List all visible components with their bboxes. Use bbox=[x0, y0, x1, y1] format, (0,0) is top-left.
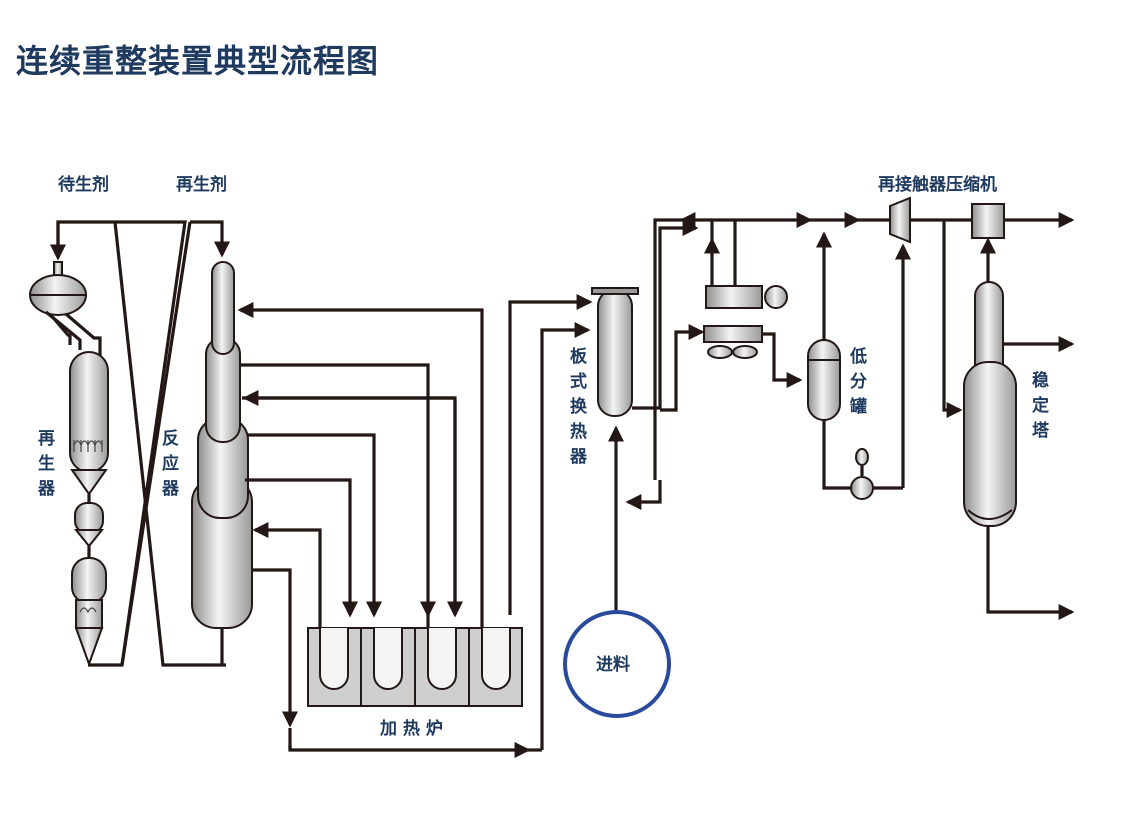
label-exchanger-1: 板 bbox=[570, 346, 588, 367]
label-feed: 进料 bbox=[596, 654, 630, 675]
label-spent-catalyst: 待生剂 bbox=[58, 174, 109, 195]
label-separator-3: 罐 bbox=[849, 396, 867, 417]
label-regenerator-3: 器 bbox=[37, 479, 56, 499]
labels: 待生剂 再生剂 再 生 器 反 应 器 加 热 炉 进料 板 式 换 热 器 低… bbox=[37, 174, 1050, 739]
stabilizer bbox=[963, 281, 1075, 620]
label-reactor-3: 器 bbox=[161, 479, 180, 499]
regenerator bbox=[29, 261, 109, 667]
feed-circle bbox=[563, 610, 671, 718]
label-furnace: 加 热 炉 bbox=[379, 718, 443, 739]
label-regenerator-1: 再 bbox=[38, 429, 55, 449]
catalyst-lines bbox=[50, 220, 230, 667]
label-separator-2: 分 bbox=[850, 372, 867, 392]
label-exchanger-2: 式 bbox=[570, 371, 587, 392]
label-regenerator-2: 生 bbox=[38, 453, 55, 474]
separator-equipment bbox=[660, 196, 1005, 500]
label-regen-catalyst: 再生剂 bbox=[176, 174, 227, 195]
furnace bbox=[307, 627, 523, 707]
label-reactor-2: 应 bbox=[162, 453, 179, 474]
feed-and-exchanger bbox=[591, 220, 699, 612]
label-stabilizer-2: 定 bbox=[1032, 395, 1049, 416]
reactor-furnace-lines bbox=[237, 294, 593, 758]
label-exchanger-3: 换 bbox=[570, 396, 588, 417]
page-title: 连续重整装置典型流程图 bbox=[16, 42, 380, 80]
label-recontact-compressor: 再接触器压缩机 bbox=[878, 174, 997, 195]
label-exchanger-5: 器 bbox=[569, 447, 588, 467]
label-stabilizer-1: 稳 bbox=[1032, 370, 1049, 391]
label-separator-1: 低 bbox=[849, 346, 867, 367]
gas-lines bbox=[653, 212, 1075, 490]
label-stabilizer-3: 塔 bbox=[1032, 420, 1050, 441]
label-exchanger-4: 热 bbox=[570, 421, 587, 442]
reactor bbox=[191, 261, 253, 665]
label-reactor-1: 反 bbox=[162, 429, 179, 449]
